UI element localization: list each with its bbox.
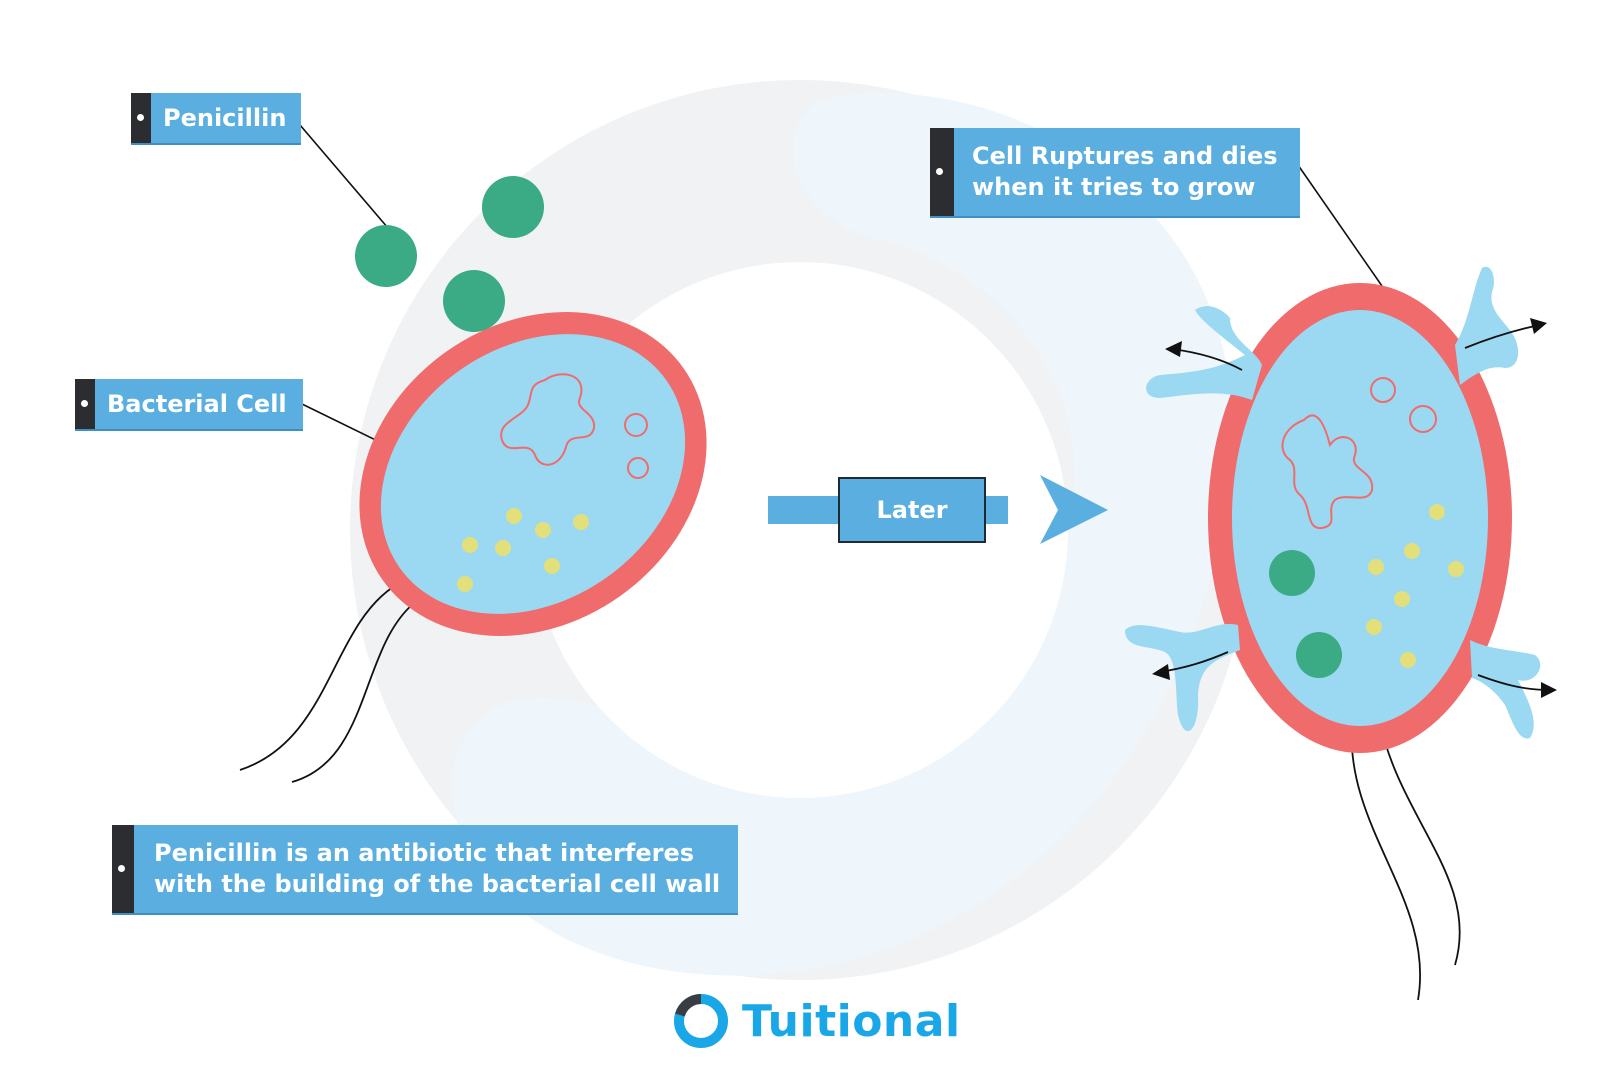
flagellum [291, 603, 414, 783]
ribosome [1400, 652, 1416, 668]
dna-loop [1281, 414, 1374, 530]
flagellum [1350, 724, 1421, 1001]
explanation-note: Penicillin is an antibiotic that interfe… [112, 825, 738, 913]
penicillin-molecule [482, 176, 544, 238]
explanation-note-line-2: with the building of the bacterial cell … [154, 870, 721, 898]
ribosomes [1366, 504, 1464, 668]
ribosome [462, 537, 478, 553]
rupture-leak [1125, 624, 1240, 732]
plasmid [1409, 405, 1437, 433]
burst-arrowheads [1152, 318, 1557, 698]
penicillin-molecule [1269, 550, 1315, 596]
label-tab-icon [112, 825, 134, 913]
arrow-head [1040, 475, 1108, 544]
plasmid [624, 413, 648, 437]
bacterial-cell [239, 312, 707, 783]
ribosome [495, 540, 511, 556]
bacterial-cell-label-text: Bacterial Cell [107, 389, 287, 418]
penicillin-molecule [443, 270, 505, 332]
ribosome [544, 558, 560, 574]
plasmid [627, 457, 649, 479]
rupture-label-line-1: Cell Ruptures and dies [972, 142, 1278, 171]
ring-logo-icon [674, 994, 728, 1048]
dna-loop [500, 373, 596, 466]
ribosome [573, 514, 589, 530]
flagellum [239, 586, 394, 771]
ribosome [1368, 559, 1384, 575]
ribosome [1366, 619, 1382, 635]
explanation-note-line-1: Penicillin is an antibiotic that interfe… [154, 839, 695, 868]
ruptured-cell [1125, 266, 1557, 1001]
ribosome [1394, 591, 1410, 607]
label-tab-icon [930, 128, 954, 216]
penicillin-label-text: Penicillin [163, 103, 287, 132]
rupture-leak [1146, 306, 1262, 400]
bacterial-cell-label: Bacterial Cell [75, 379, 303, 429]
cytoplasm [380, 334, 686, 614]
ribosome [1448, 561, 1464, 577]
rupture-leak [1455, 266, 1519, 385]
rupture-leak [1470, 640, 1541, 739]
ribosome [506, 508, 522, 524]
brand-name: Tuitional [742, 995, 961, 1047]
penicillin-molecule [355, 225, 417, 287]
later-label: Later [838, 477, 986, 543]
rupture-leader [1297, 164, 1383, 287]
ribosomes [457, 508, 589, 592]
label-tab-icon [131, 93, 151, 143]
penicillin-leader [299, 124, 389, 229]
flagellum [1379, 721, 1461, 966]
ribosome [1404, 543, 1420, 559]
cytoplasm [1232, 310, 1488, 726]
rupture-label: Cell Ruptures and dies when it tries to … [930, 128, 1300, 216]
ribosome [1429, 504, 1445, 520]
penicillin-molecules [355, 176, 544, 332]
label-tab-icon [75, 379, 95, 429]
brand-logo: Tuitional [672, 988, 961, 1054]
rupture-label-line-2: when it tries to grow [972, 173, 1256, 201]
plasmid [1370, 377, 1396, 403]
ribosome [457, 576, 473, 592]
penicillin-label: Penicillin [131, 93, 301, 143]
ribosome [535, 522, 551, 538]
penicillin-molecule [1296, 632, 1342, 678]
